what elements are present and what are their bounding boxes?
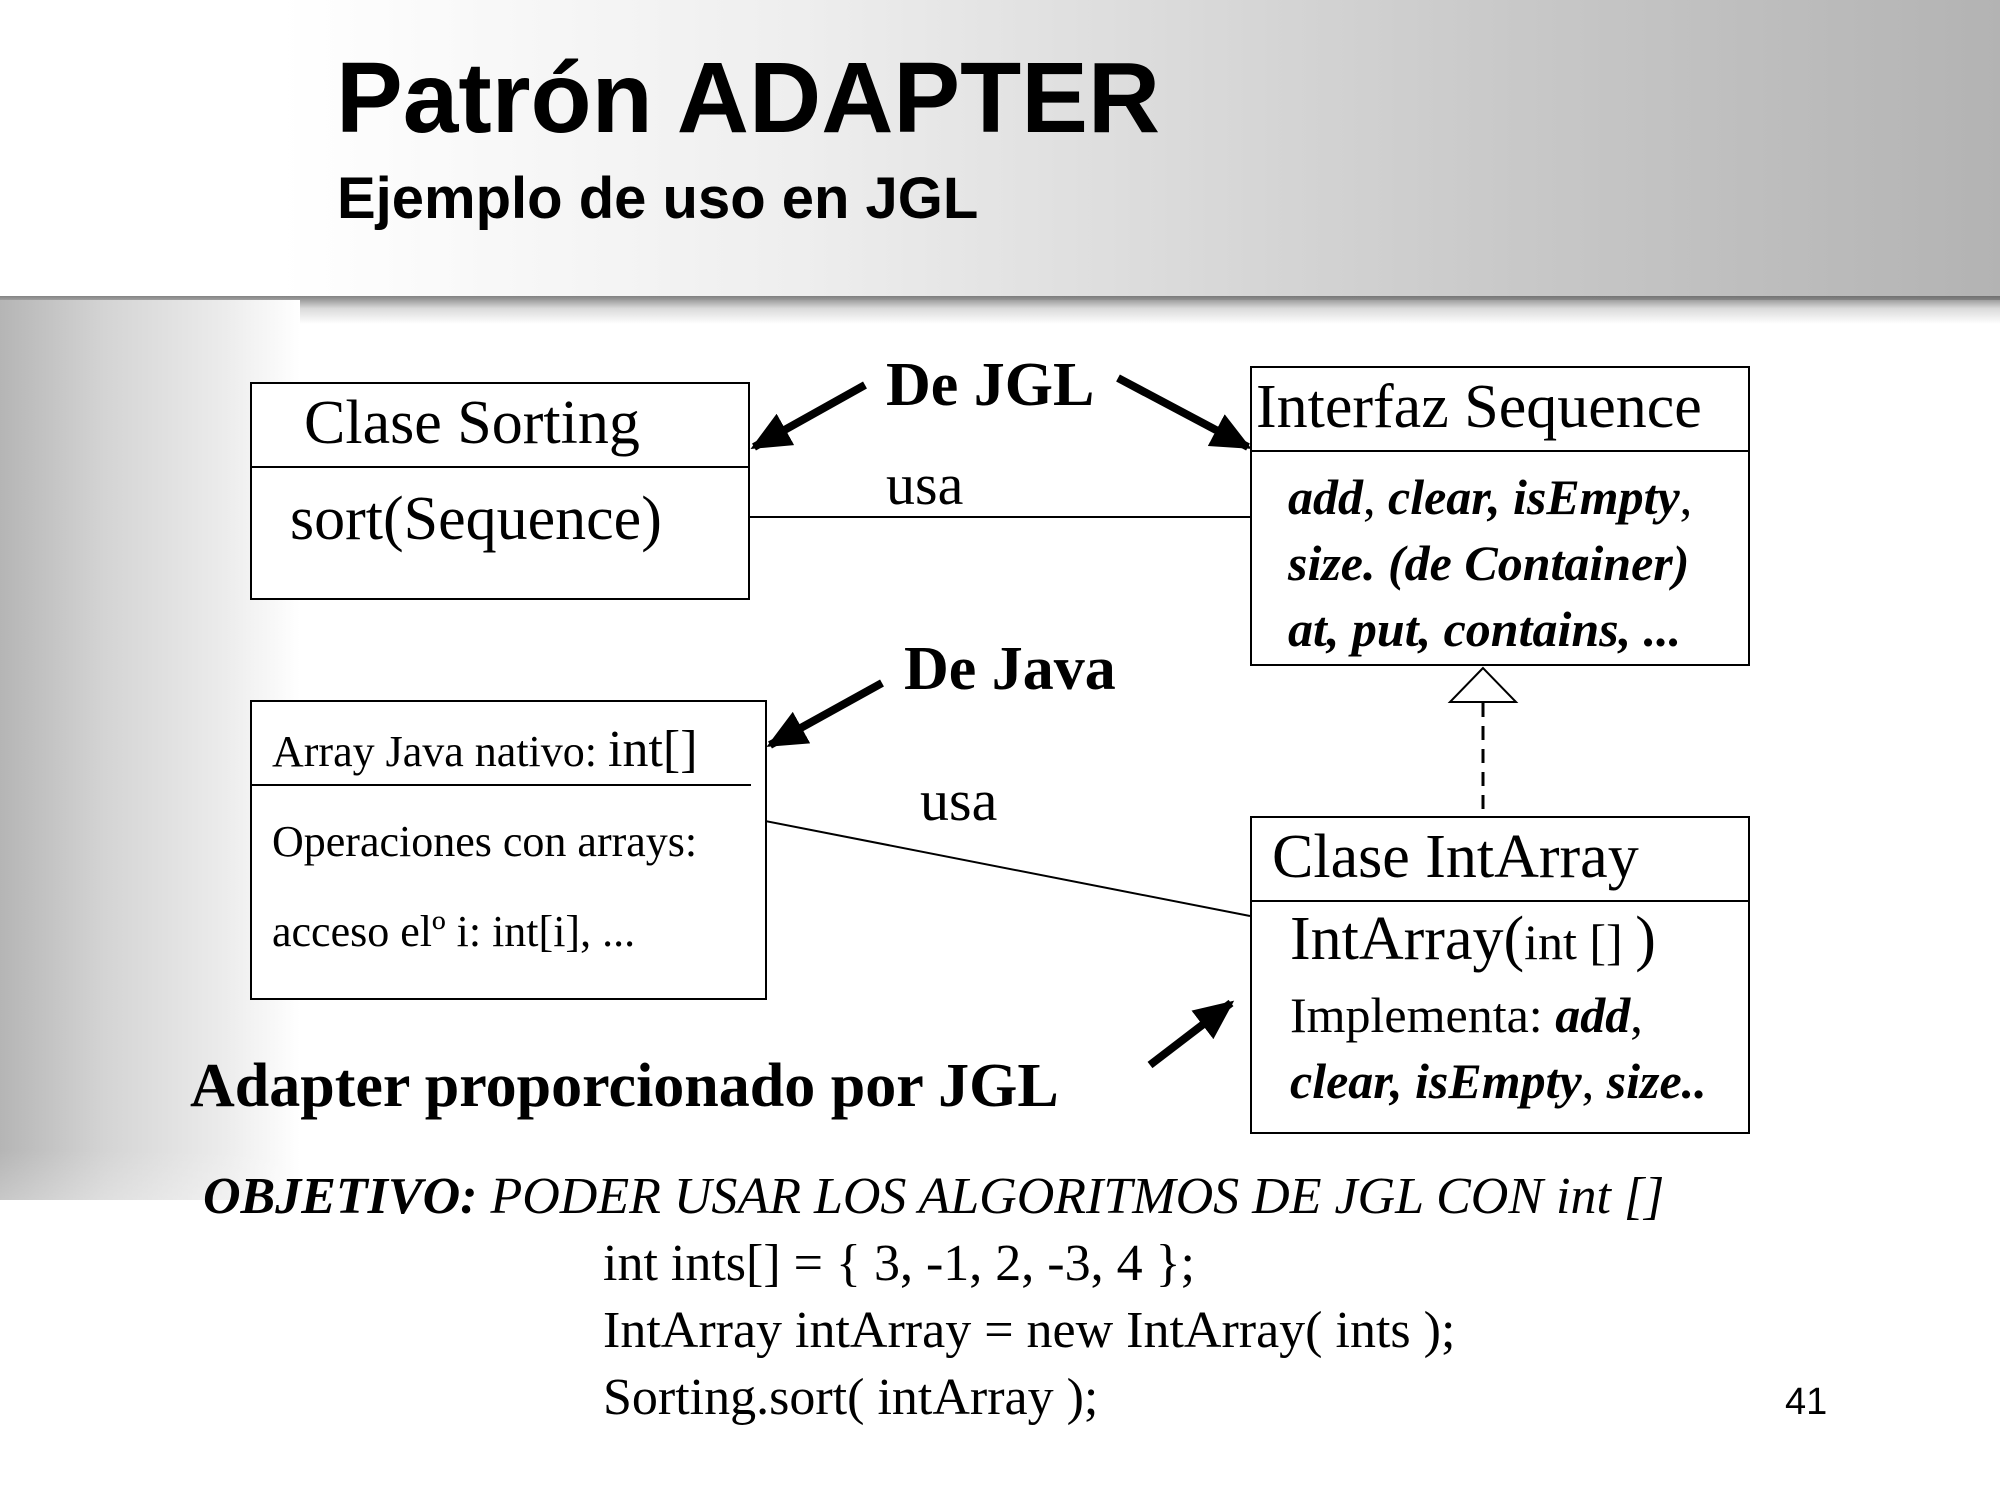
separator: , [1679, 469, 1693, 525]
sorting-class-box: Clase Sorting sort(Sequence) [250, 382, 750, 600]
method-size-container: size. (de Container) [1288, 535, 1690, 591]
sequence-interface-divider [1252, 450, 1748, 452]
label-usa-bottom: usa [920, 768, 998, 833]
impl-method-size: size.. [1606, 1053, 1707, 1109]
objective-line: OBJETIVO: PODER USAR LOS ALGORITMOS DE J… [203, 1171, 1664, 1223]
intarray-implements-line1: Implementa: add, [1290, 990, 1643, 1040]
implements-label: Implementa: [1290, 987, 1556, 1043]
objective-text: PODER USAR LOS ALGORITMOS DE JGL CON int… [477, 1168, 1665, 1225]
sequence-methods-line2: size. (de Container) [1288, 538, 1689, 588]
java-array-box: Array Java nativo: int[] Operaciones con… [250, 700, 767, 1000]
slide-title: Patrón ADAPTER [336, 42, 1161, 154]
realization-triangle-icon [1447, 666, 1519, 703]
intarray-class-box: Clase IntArray IntArray(int [] ) Impleme… [1250, 816, 1750, 1134]
arrow-jgl-to-sequence [1116, 374, 1252, 451]
method-at-put-contains: at, put, contains, ... [1288, 601, 1682, 657]
java-array-ops-line1: Operaciones con arrays: [272, 817, 698, 866]
separator: , [1581, 1053, 1607, 1109]
header-band [0, 0, 2000, 300]
label-de-jgl: De JGL [886, 351, 1095, 419]
code-line-3: Sorting.sort( intArray ); [603, 1369, 1099, 1426]
separator: , [1630, 987, 1643, 1043]
impl-method-clear-isempty: clear, isEmpty [1290, 1053, 1582, 1109]
arrow-java-to-array [766, 679, 884, 749]
method-add: add [1288, 469, 1363, 525]
sorting-class-divider [252, 466, 748, 468]
objective-label: OBJETIVO: [203, 1168, 478, 1225]
slide-subtitle: Ejemplo de uso en JGL [337, 166, 979, 231]
header-shadow [0, 296, 2000, 324]
intarray-implements-line2: clear, isEmpty, size.. [1290, 1056, 1707, 1106]
java-array-ops-line2: acceso elº i: int[i], ... [272, 907, 636, 956]
intarray-class-name: Clase IntArray [1272, 823, 1639, 891]
intarray-class-divider [1252, 900, 1748, 902]
arrow-adapter-to-intarray [1147, 999, 1235, 1069]
java-array-label: Array Java nativo: [272, 727, 608, 776]
java-array-divider [252, 784, 751, 786]
method-clear-isempty: clear, isEmpty [1388, 469, 1680, 525]
java-array-type: int[] [608, 721, 698, 778]
code-line-1: int ints[] = { 3, -1, 2, -3, 4 }; [603, 1235, 1195, 1292]
separator: , [1363, 469, 1388, 525]
sequence-methods-line3: at, put, contains, ... [1288, 604, 1681, 654]
label-de-java: De Java [904, 635, 1116, 703]
sequence-interface-name: Interfaz Sequence [1256, 373, 1702, 441]
code-line-2: IntArray intArray = new IntArray( ints )… [603, 1302, 1456, 1359]
side-fade [0, 1150, 300, 1350]
page-number: 41 [1785, 1381, 1828, 1423]
java-array-name: Array Java nativo: int[] [272, 724, 698, 776]
sorting-class-name: Clase Sorting [304, 389, 640, 457]
sorting-method: sort(Sequence) [290, 485, 662, 553]
constructor-close: ) [1635, 905, 1656, 973]
sequence-methods-line1: add, clear, isEmpty, [1288, 472, 1692, 522]
intarray-constructor: IntArray(int [] ) [1290, 908, 1656, 970]
constructor-param: int [] [1524, 914, 1636, 970]
constructor-name: IntArray( [1290, 905, 1525, 973]
adapter-caption: Adapter proporcionado por JGL [190, 1052, 1059, 1120]
usa-link-intarray-java [749, 817, 1251, 917]
sequence-interface-box: Interfaz Sequence add, clear, isEmpty, s… [1250, 366, 1750, 666]
arrow-jgl-to-sorting [750, 381, 867, 451]
impl-method-add: add [1555, 987, 1631, 1043]
label-usa-top: usa [886, 452, 964, 517]
